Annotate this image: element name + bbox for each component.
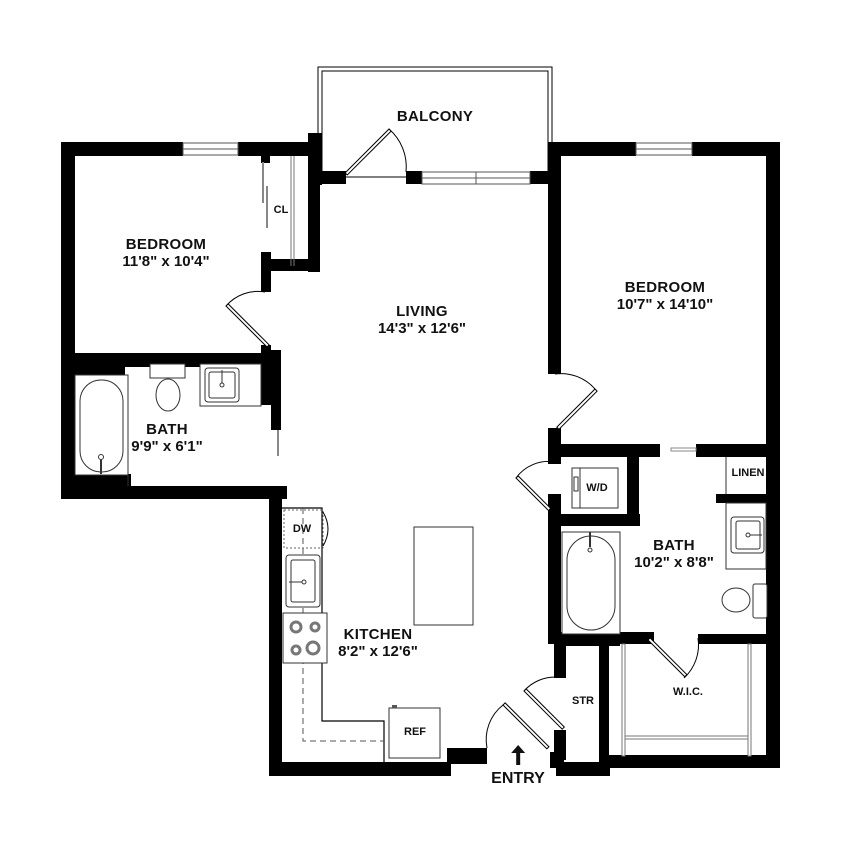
refrigerator-label: REF (404, 726, 426, 738)
wic-shelves (621, 643, 752, 757)
room-label-bedroom-1: BEDROOM 11'8" x 10'4" (122, 236, 209, 271)
closet-label: CL (273, 204, 289, 216)
room-label-kitchen: KITCHEN 8'2" x 12'6" (338, 626, 418, 661)
room-name: BEDROOM (125, 236, 207, 253)
room-dimensions: 10'7" x 14'10" (616, 296, 714, 314)
dishwasher-label: DW (292, 523, 312, 535)
room-label-bedroom-2: BEDROOM 10'7" x 14'10" (617, 279, 713, 314)
room-dimensions: 8'2" x 12'6" (338, 643, 418, 661)
doors (225, 128, 700, 750)
arrow-up-icon (510, 745, 525, 765)
room-name: LIVING (396, 303, 448, 320)
wic-label: W.I.C. (673, 686, 703, 698)
storage-label: STR (572, 695, 594, 707)
bath2-fixtures (561, 457, 768, 635)
room-name: BEDROOM (624, 279, 706, 296)
bath1-fixtures (74, 363, 262, 486)
room-name: KITCHEN (343, 626, 413, 643)
room-name: BATH (653, 537, 695, 554)
linen-label: LINEN (731, 467, 765, 479)
windows (182, 142, 693, 185)
room-dimensions: 11'8" x 10'4" (122, 253, 210, 271)
entry-label: ENTRY (491, 770, 545, 787)
room-dimensions: 10'2" x 8'8" (634, 554, 714, 572)
room-name: BATH (146, 421, 188, 438)
washer-dryer (571, 467, 619, 509)
kitchen-fixtures (282, 507, 474, 762)
balcony-label: BALCONY (396, 108, 474, 125)
washer-dryer-label: W/D (586, 482, 608, 494)
entry-marker: ENTRY (491, 744, 545, 788)
room-label-living: LIVING 14'3" x 12'6" (378, 303, 466, 338)
closet-cl (262, 156, 295, 266)
room-dimensions: 14'3" x 12'6" (377, 320, 467, 338)
room-dimensions: 9'9" x 6'1" (131, 438, 203, 456)
room-label-bath-1: BATH 9'9" x 6'1" (131, 421, 202, 456)
walls (61, 133, 780, 776)
room-label-bath-2: BATH 10'2" x 8'8" (634, 537, 714, 572)
